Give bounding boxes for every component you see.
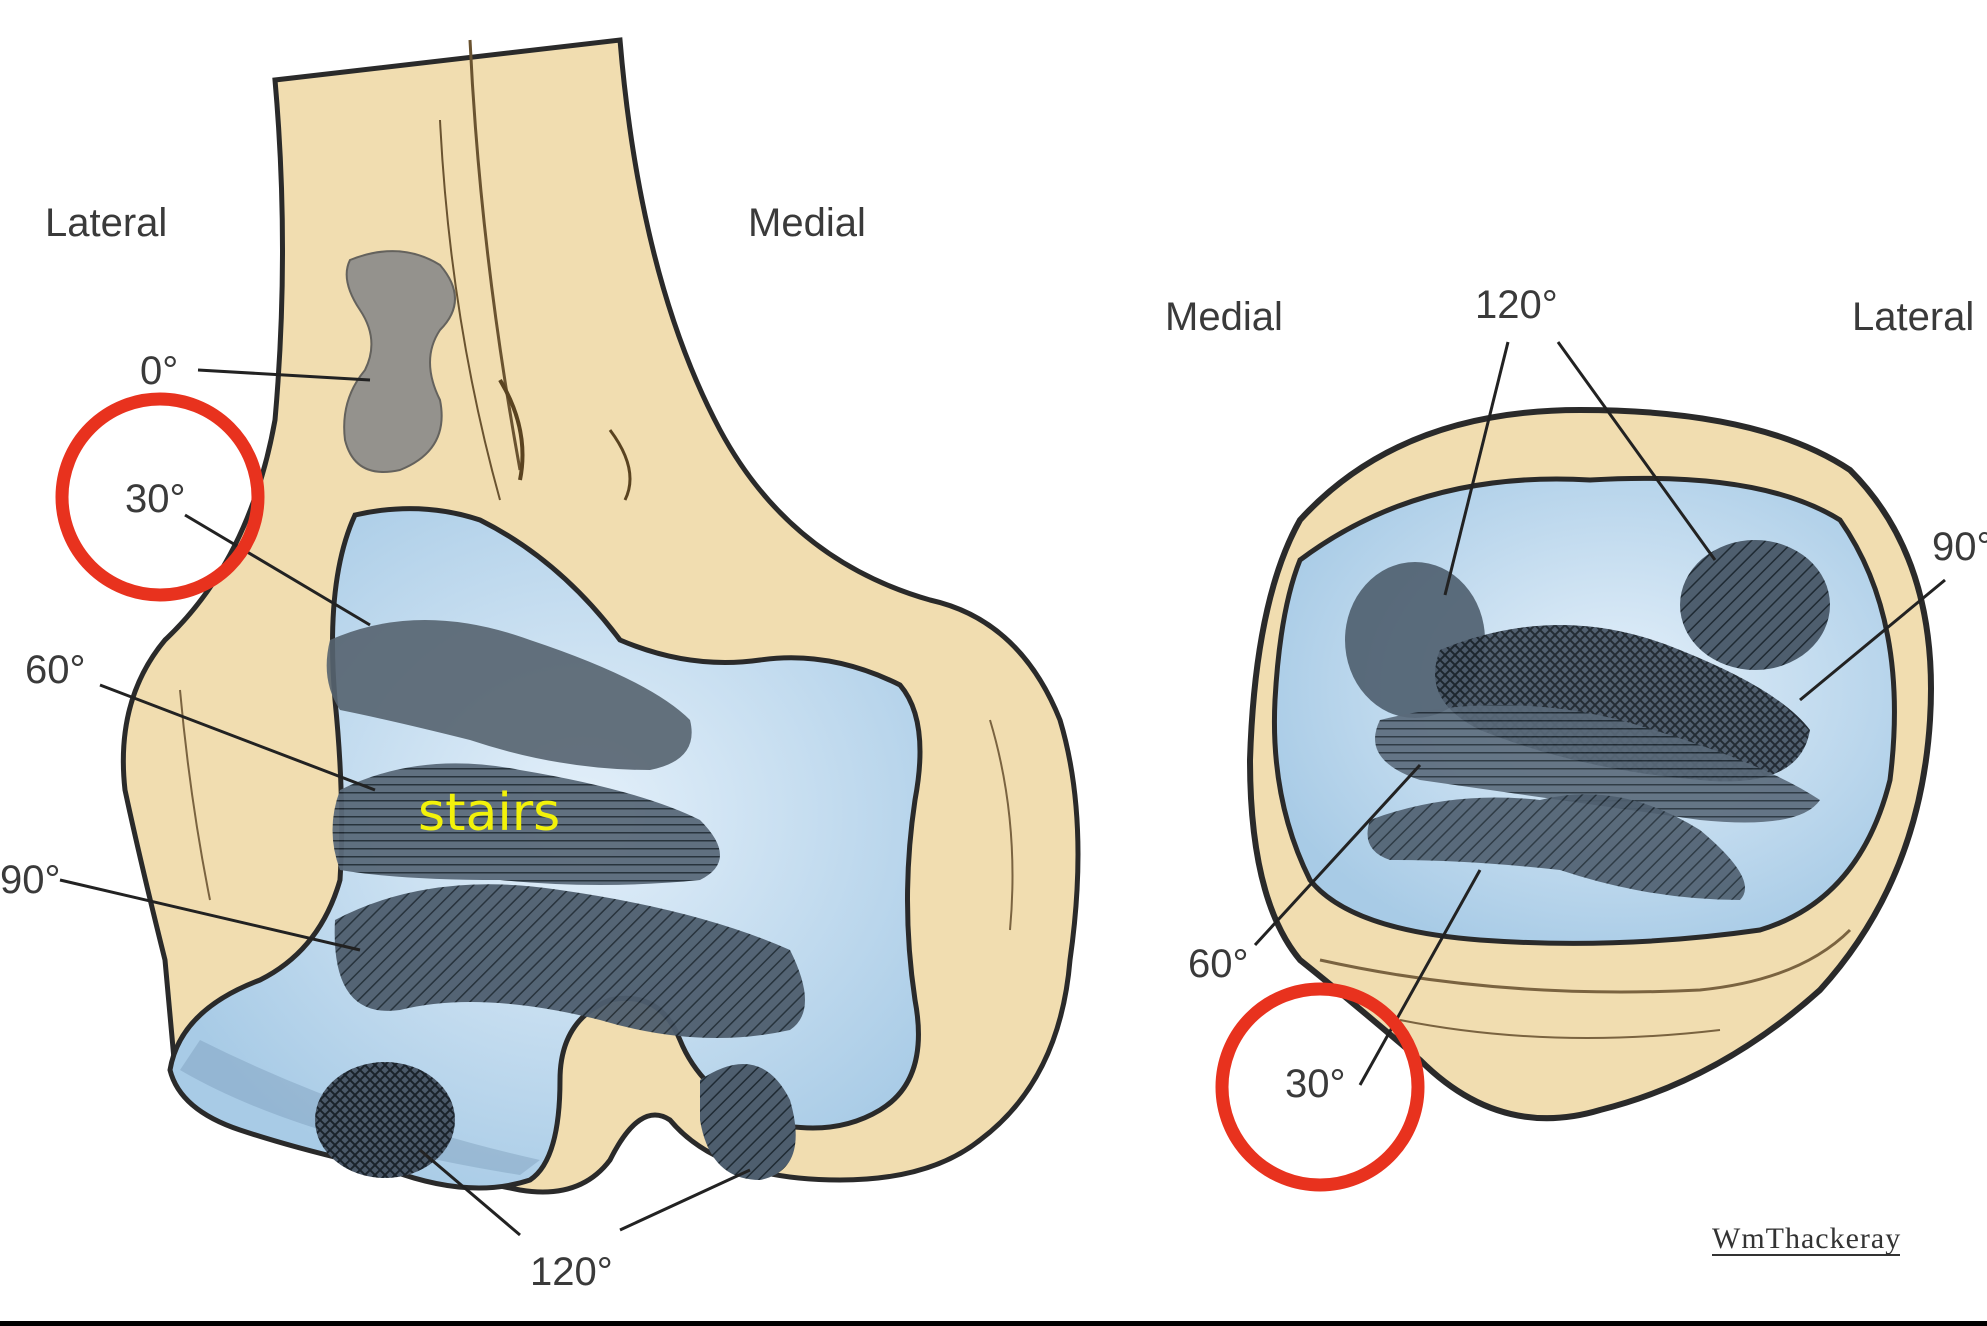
- femur-angle-0-label: 0°: [140, 349, 178, 393]
- patella-side-left-label: Medial: [1165, 295, 1283, 339]
- femur-side-right-label: Medial: [748, 201, 866, 245]
- femur-side-left-label: Lateral: [45, 201, 167, 245]
- patella-angle-30-label: 30°: [1285, 1062, 1346, 1106]
- stairs-annotation: stairs: [418, 783, 560, 843]
- signature-text: WmThackeray: [1712, 1222, 1901, 1255]
- femur-angle-30-label: 30°: [125, 477, 186, 521]
- patella-angle-120-label: 120°: [1475, 283, 1558, 327]
- femur-angle-60-label: 60°: [25, 648, 86, 692]
- patella-contact-120deg-right: [1680, 540, 1830, 670]
- patella-side-right-label: Lateral: [1852, 295, 1974, 339]
- femur-angle-90-label: 90°: [0, 858, 61, 902]
- artist-signature: WmThackeray: [1712, 1222, 1901, 1255]
- patella-angle-90-label: 90°: [1932, 525, 1987, 569]
- femur-angle-120-label: 120°: [530, 1250, 613, 1294]
- patella-angle-60-label: 60°: [1188, 942, 1249, 986]
